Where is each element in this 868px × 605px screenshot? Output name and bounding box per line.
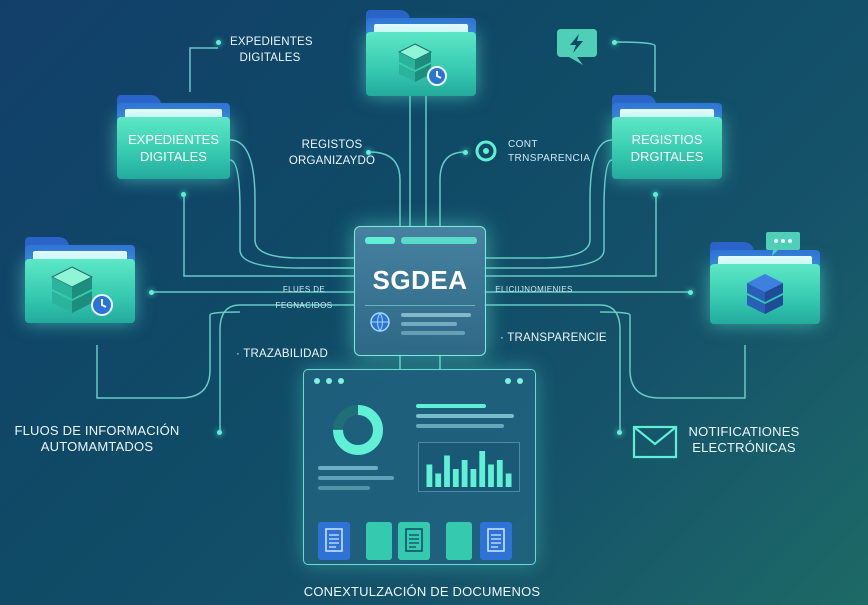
bar [496,460,503,487]
window-dot [326,378,332,384]
document-tile[interactable] [318,522,350,560]
document-icon [405,528,423,552]
bar [461,460,468,487]
connector-dot [612,40,617,45]
folder-label: EXPEDIENTES DIGITALES [117,117,230,179]
document-icon [325,528,343,552]
dash-text-line [318,466,378,470]
connector-dot [216,40,221,45]
bar [505,473,512,487]
target-icon [475,140,497,162]
connector-dot [181,192,186,197]
label-flujos-line: FLUES DE FEGNACIDOS [275,285,333,310]
label-flujos-de-informacion: FLUOS DE INFORMACIÓN AUTOMAMTADOS [14,423,180,454]
hub-header-bar [365,237,395,244]
folder-left[interactable] [25,237,135,323]
window-dot [338,378,344,384]
bar [470,469,477,487]
connector-dot [149,290,154,295]
sgdea-hub[interactable]: SGDEA [354,226,486,356]
hub-text-line [401,313,471,317]
folder-right[interactable] [710,242,820,324]
label-cont-transparencia: CONT TRNSPARENCIA [508,139,591,164]
server-stack-icon [50,266,113,316]
label-notificaciones-electronicas: NOTIFICATIONES ELECTRÓNICAS [688,424,800,455]
label-right-line: ELICIIJNOMIENIES [495,285,573,294]
lightning-bubble-icon [557,29,597,65]
window-dot [314,378,320,384]
window-dot [505,378,511,384]
label-contextualizacion: CONEXTULZACIÓN DE DOCUMENOS [303,584,541,599]
folder-expedientes-digitales[interactable]: EXPEDIENTES DIGITALES [117,95,230,179]
dash-text-line [416,404,486,408]
document-icon [487,528,505,552]
folder-label: REGISTIOS DRGITALES [612,117,722,179]
folder-top-center[interactable] [366,10,476,96]
dash-text-line [416,414,514,418]
label-registos-organizado: REGISTOS ORGANIZAYDO [288,139,376,167]
bar [479,451,486,487]
dash-text-line [318,476,394,480]
chat-bubble-icon [766,232,800,256]
bar [426,464,433,487]
cube-stack-icon [747,274,783,314]
bar-chart [418,442,520,492]
document-tile[interactable] [398,522,430,560]
hub-title: SGDEA [372,265,468,295]
document-tile[interactable] [366,522,392,560]
hub-header-bar [401,237,477,244]
envelope-icon [632,425,678,459]
bar [488,464,494,487]
folder-registios-drgitales[interactable]: REGISTIOS DRGITALES [612,95,722,179]
connector-dot [617,430,622,435]
label-expedientes-digitales-top: EXPEDIENTES DIGITALES [230,36,313,64]
bar [435,473,442,487]
dash-text-line [416,424,504,428]
hub-text-line [401,331,465,335]
document-tile[interactable] [446,522,472,560]
server-stack-icon [397,43,447,86]
label-transparencia: · TRANSPARENCIE [500,332,607,344]
bar [452,469,459,487]
label-trazabilidad: · TRAZABILIDAD [236,348,329,360]
hub-divider [365,305,475,306]
window-dot [517,378,523,384]
connector-dot [463,150,468,155]
connector-dot [653,192,658,197]
globe-icon [370,312,390,333]
donut-chart [333,405,383,455]
dash-text-line [318,486,370,490]
connector-dot [366,150,371,155]
connector-dot [688,290,693,295]
bar [444,455,450,487]
hub-text-line [401,322,457,326]
document-tile[interactable] [480,522,512,560]
connector-dot [217,430,222,435]
documents-dashboard[interactable] [303,369,536,565]
